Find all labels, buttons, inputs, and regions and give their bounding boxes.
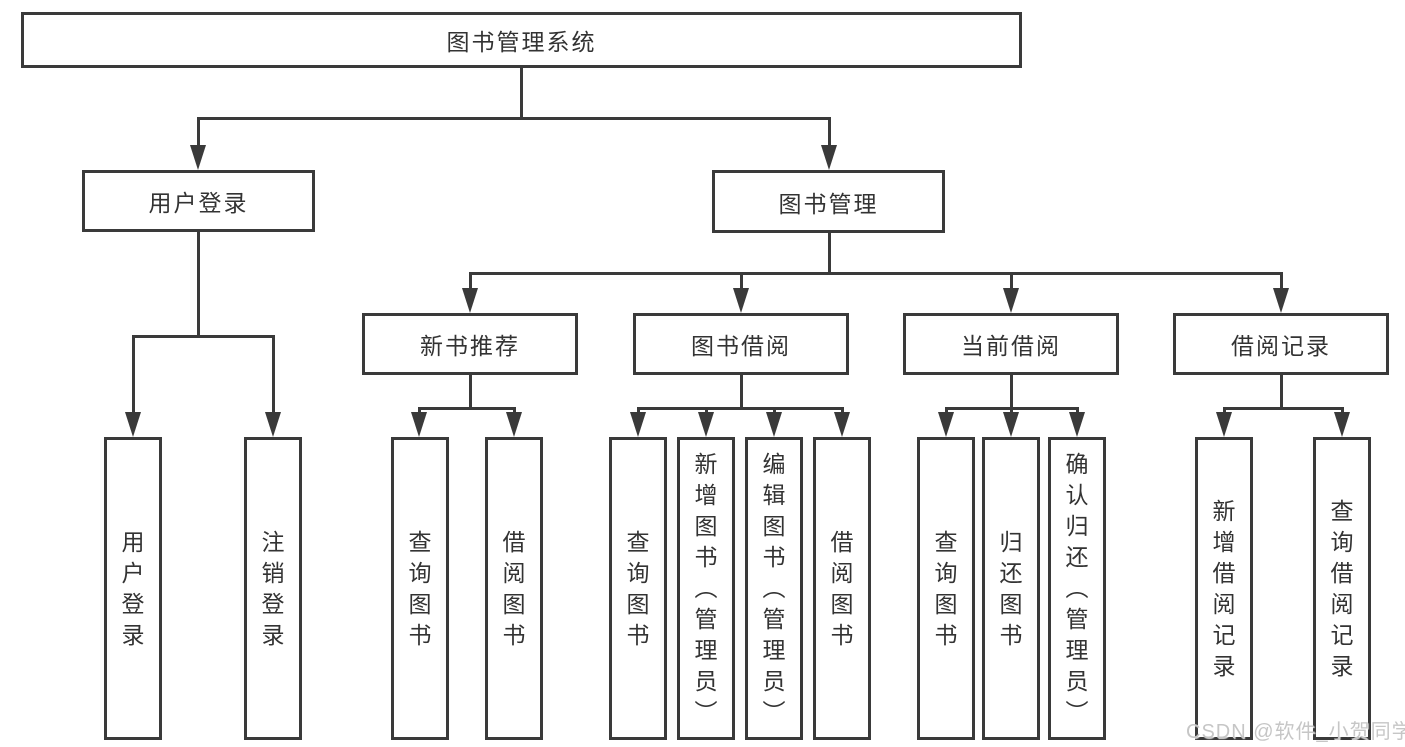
node-add-books-admin: 新 增 图 书 ︵ 管 理 员 ︶ [677, 437, 735, 740]
connector-arrow-stem [468, 273, 472, 301]
connector-arrow-stem [1009, 273, 1013, 301]
connector-arrow-stem [131, 336, 135, 425]
node-query-books-current: 查 询 图 书 [917, 437, 975, 740]
arrow-down-icon [698, 412, 714, 437]
arrow-down-icon [265, 412, 281, 437]
node-confirm-return-admin: 确 认 归 还 ︵ 管 理 员 ︶ [1048, 437, 1106, 740]
arrow-down-icon [821, 145, 837, 170]
arrow-down-icon [834, 412, 850, 437]
connector-trunk-line [519, 68, 523, 120]
connector-bar-line [1222, 406, 1344, 410]
node-book-borrowing: 图书借阅 [633, 313, 849, 375]
arrow-down-icon [190, 145, 206, 170]
arrow-down-icon [506, 412, 522, 437]
connector-bar-line [468, 271, 1283, 275]
arrow-down-icon [125, 412, 141, 437]
arrow-down-icon [630, 412, 646, 437]
node-edit-books-admin: 编 辑 图 书 ︵ 管 理 员 ︶ [745, 437, 803, 740]
node-query-borrow-record: 查 询 借 阅 记 录 [1313, 437, 1371, 740]
connector-arrow-stem [739, 273, 743, 301]
connector-trunk-line [739, 375, 743, 410]
node-return-books: 归 还 图 书 [982, 437, 1040, 740]
arrow-down-icon [1003, 288, 1019, 313]
node-book-management: 图书管理 [712, 170, 945, 233]
node-query-books-recommend: 查 询 图 书 [391, 437, 449, 740]
node-current-borrowing: 当前借阅 [903, 313, 1119, 375]
connector-bar-line [196, 116, 831, 120]
connector-bar-line [417, 406, 516, 410]
connector-trunk-line [1009, 375, 1013, 410]
connector-arrow-stem [196, 118, 200, 158]
arrow-down-icon [411, 412, 427, 437]
node-query-books-borrowing: 查 询 图 书 [609, 437, 667, 740]
node-logout-action: 注 销 登 录 [244, 437, 302, 740]
arrow-down-icon [938, 412, 954, 437]
node-new-book-recommend: 新书推荐 [362, 313, 578, 375]
node-borrow-books-borrowing: 借 阅 图 书 [813, 437, 871, 740]
connector-arrow-stem [1279, 273, 1283, 301]
connector-arrow-stem [271, 336, 275, 425]
node-login-action: 用 户 登 录 [104, 437, 162, 740]
node-user-login: 用户登录 [82, 170, 315, 232]
arrow-down-icon [1273, 288, 1289, 313]
arrow-down-icon [462, 288, 478, 313]
connector-trunk-line [196, 232, 200, 338]
arrow-down-icon [766, 412, 782, 437]
arrow-down-icon [1069, 412, 1085, 437]
arrow-down-icon [1216, 412, 1232, 437]
connector-arrow-stem [827, 118, 831, 158]
node-system-root: 图书管理系统 [21, 12, 1022, 68]
connector-trunk-line [468, 375, 472, 410]
watermark-text: CSDN @软件_小贺同学 [1186, 721, 1405, 743]
connector-trunk-line [827, 233, 831, 275]
node-add-borrow-record: 新 增 借 阅 记 录 [1195, 437, 1253, 740]
arrow-down-icon [1003, 412, 1019, 437]
connector-bar-line [636, 406, 844, 410]
node-borrowing-records: 借阅记录 [1173, 313, 1389, 375]
connector-bar-line [131, 334, 275, 338]
arrow-down-icon [1334, 412, 1350, 437]
connector-trunk-line [1279, 375, 1283, 410]
node-borrow-books-recommend: 借 阅 图 书 [485, 437, 543, 740]
arrow-down-icon [733, 288, 749, 313]
